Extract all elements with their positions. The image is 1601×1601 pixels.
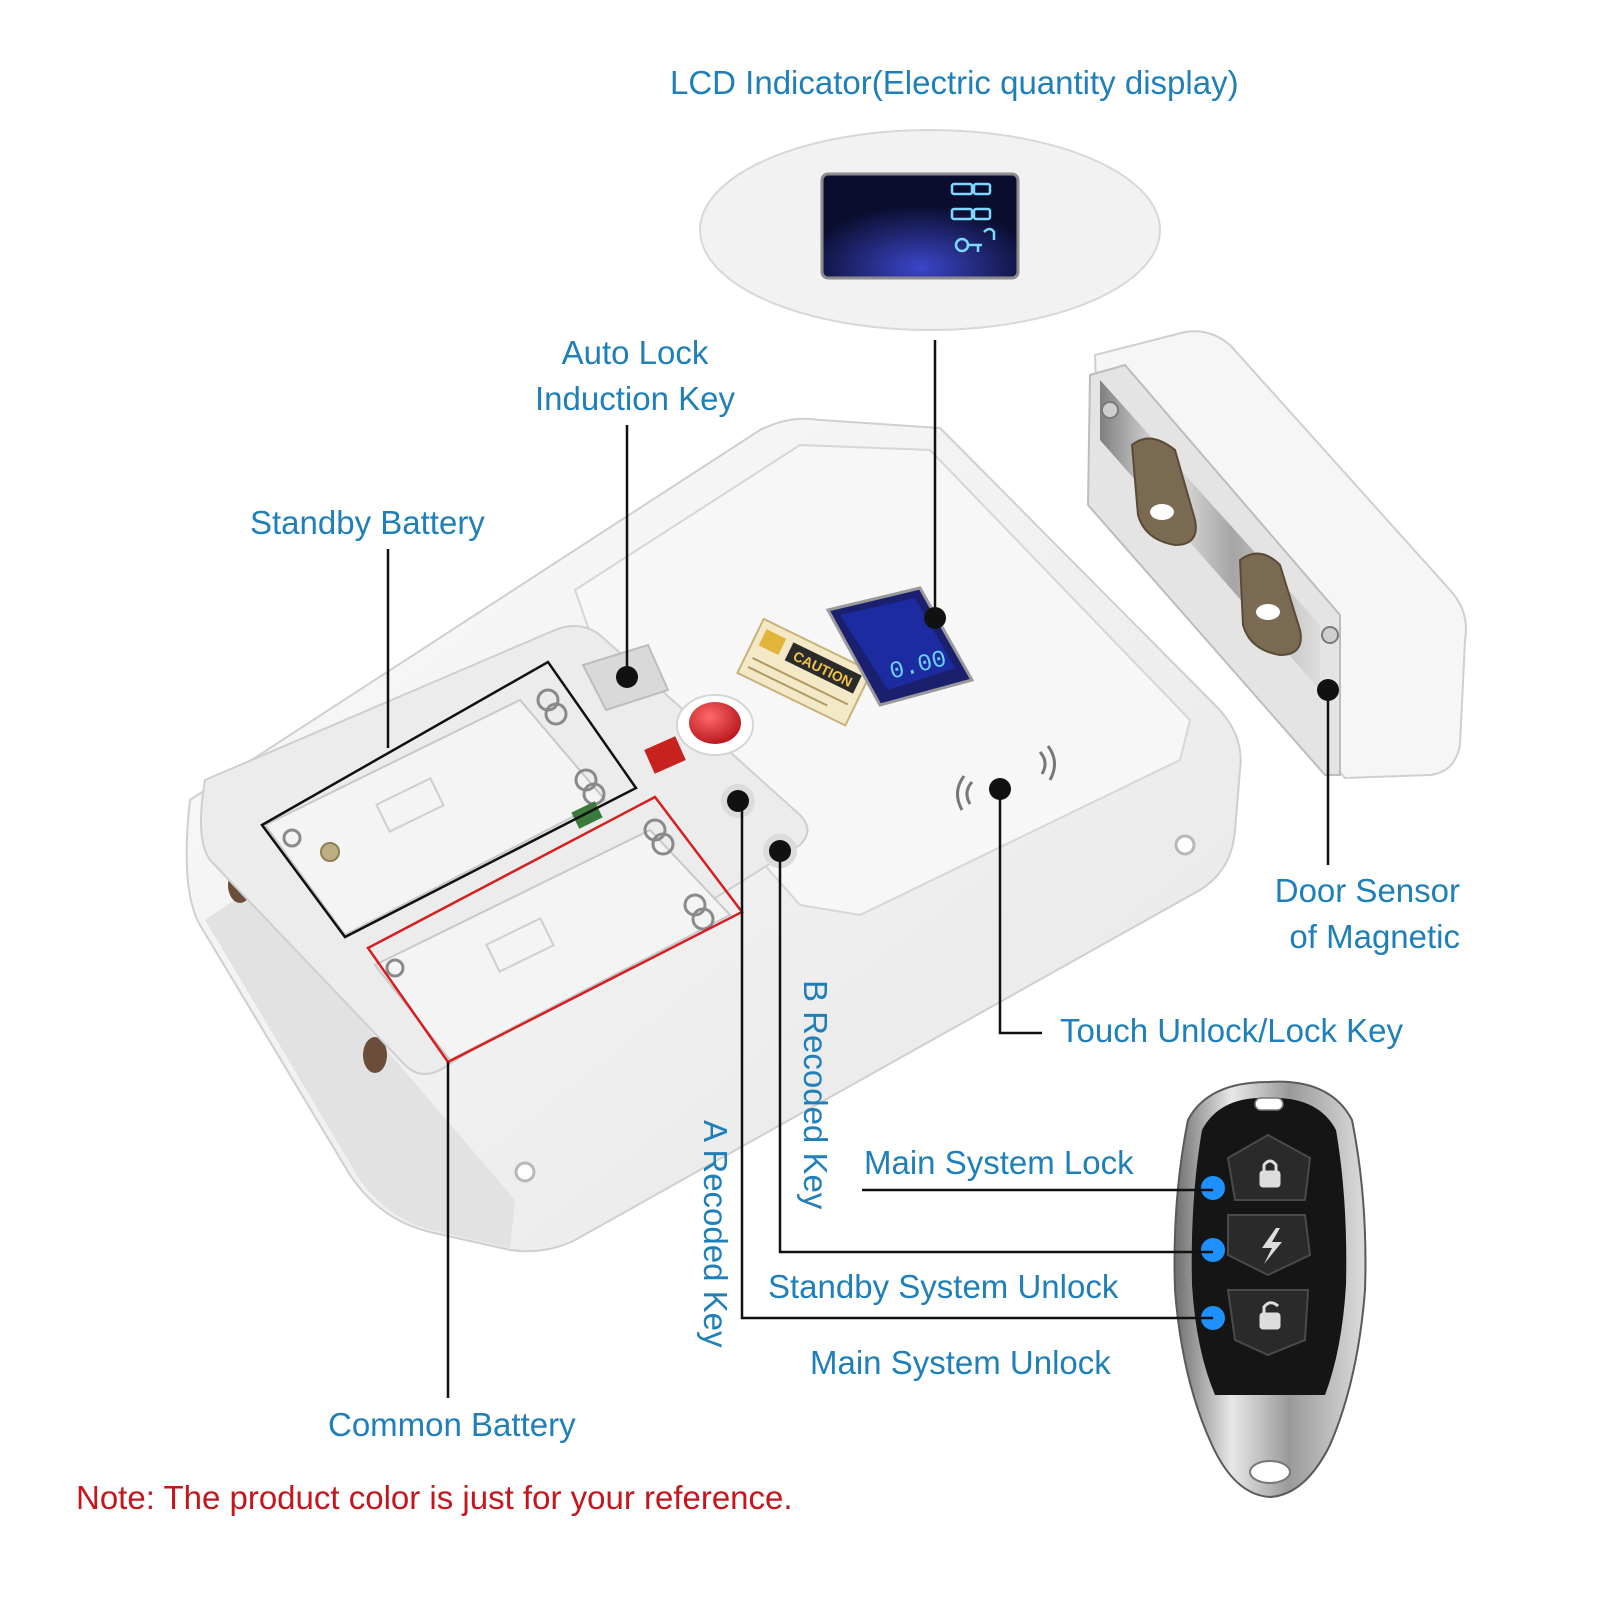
- key-icon: [954, 227, 996, 253]
- unlock-icon: [1259, 1301, 1281, 1330]
- screw-icon: [1101, 401, 1119, 419]
- standby-unlock-button-dot: [1201, 1238, 1225, 1262]
- standby-battery-box: [260, 660, 638, 939]
- label-door-sensor-line1: Door Sensor: [1274, 872, 1460, 909]
- spring-contact-icon: [282, 688, 715, 978]
- leader-a-recoded-key: [740, 801, 1213, 1320]
- label-lcd-indicator: LCD Indicator(Electric quantity display): [670, 64, 1239, 101]
- label-common-battery: Common Battery: [328, 1406, 576, 1443]
- remote-key-fob: [1173, 1080, 1367, 1499]
- wireless-icon: [956, 745, 1056, 811]
- leader-b-recoded-key: [778, 851, 1213, 1254]
- screw-icon: [1321, 626, 1339, 644]
- label-door-sensor: Door Sensor of Magnetic: [1228, 868, 1460, 960]
- label-main-system-lock: Main System Lock: [864, 1144, 1134, 1181]
- main-lock-body: CAUTION 0.00: [185, 417, 1242, 1253]
- label-auto-lock-induction-key: Auto Lock Induction Key: [520, 330, 750, 422]
- leader-lines: [386, 340, 1330, 1398]
- door-sensor-box: [1086, 330, 1467, 780]
- lock-icon: [1259, 1159, 1281, 1188]
- label-b-recoded-key: B Recoded Key: [797, 980, 834, 1210]
- battery-icon: [950, 182, 992, 221]
- leader-touch-key: [998, 789, 1042, 1035]
- battery-tray-upper: [263, 698, 607, 937]
- note-text: Note: The product color is just for your…: [76, 1479, 793, 1516]
- label-auto-lock-line2: Induction Key: [535, 380, 735, 417]
- lightning-icon: [1262, 1228, 1282, 1264]
- label-a-recoded-key: A Recoded Key: [697, 1120, 734, 1348]
- label-standby-battery: Standby Battery: [250, 504, 485, 541]
- label-main-system-unlock: Main System Unlock: [810, 1344, 1111, 1381]
- screw-icon: [320, 842, 340, 862]
- label-door-sensor-line2: of Magnetic: [1289, 918, 1460, 955]
- label-touch-unlock-lock-key: Touch Unlock/Lock Key: [1060, 1012, 1404, 1049]
- label-auto-lock-line1: Auto Lock: [561, 334, 709, 371]
- lcd-zoom-bubble: [699, 129, 1161, 331]
- main-lock-button-dot: [1201, 1176, 1225, 1200]
- label-standby-system-unlock: Standby System Unlock: [768, 1268, 1119, 1305]
